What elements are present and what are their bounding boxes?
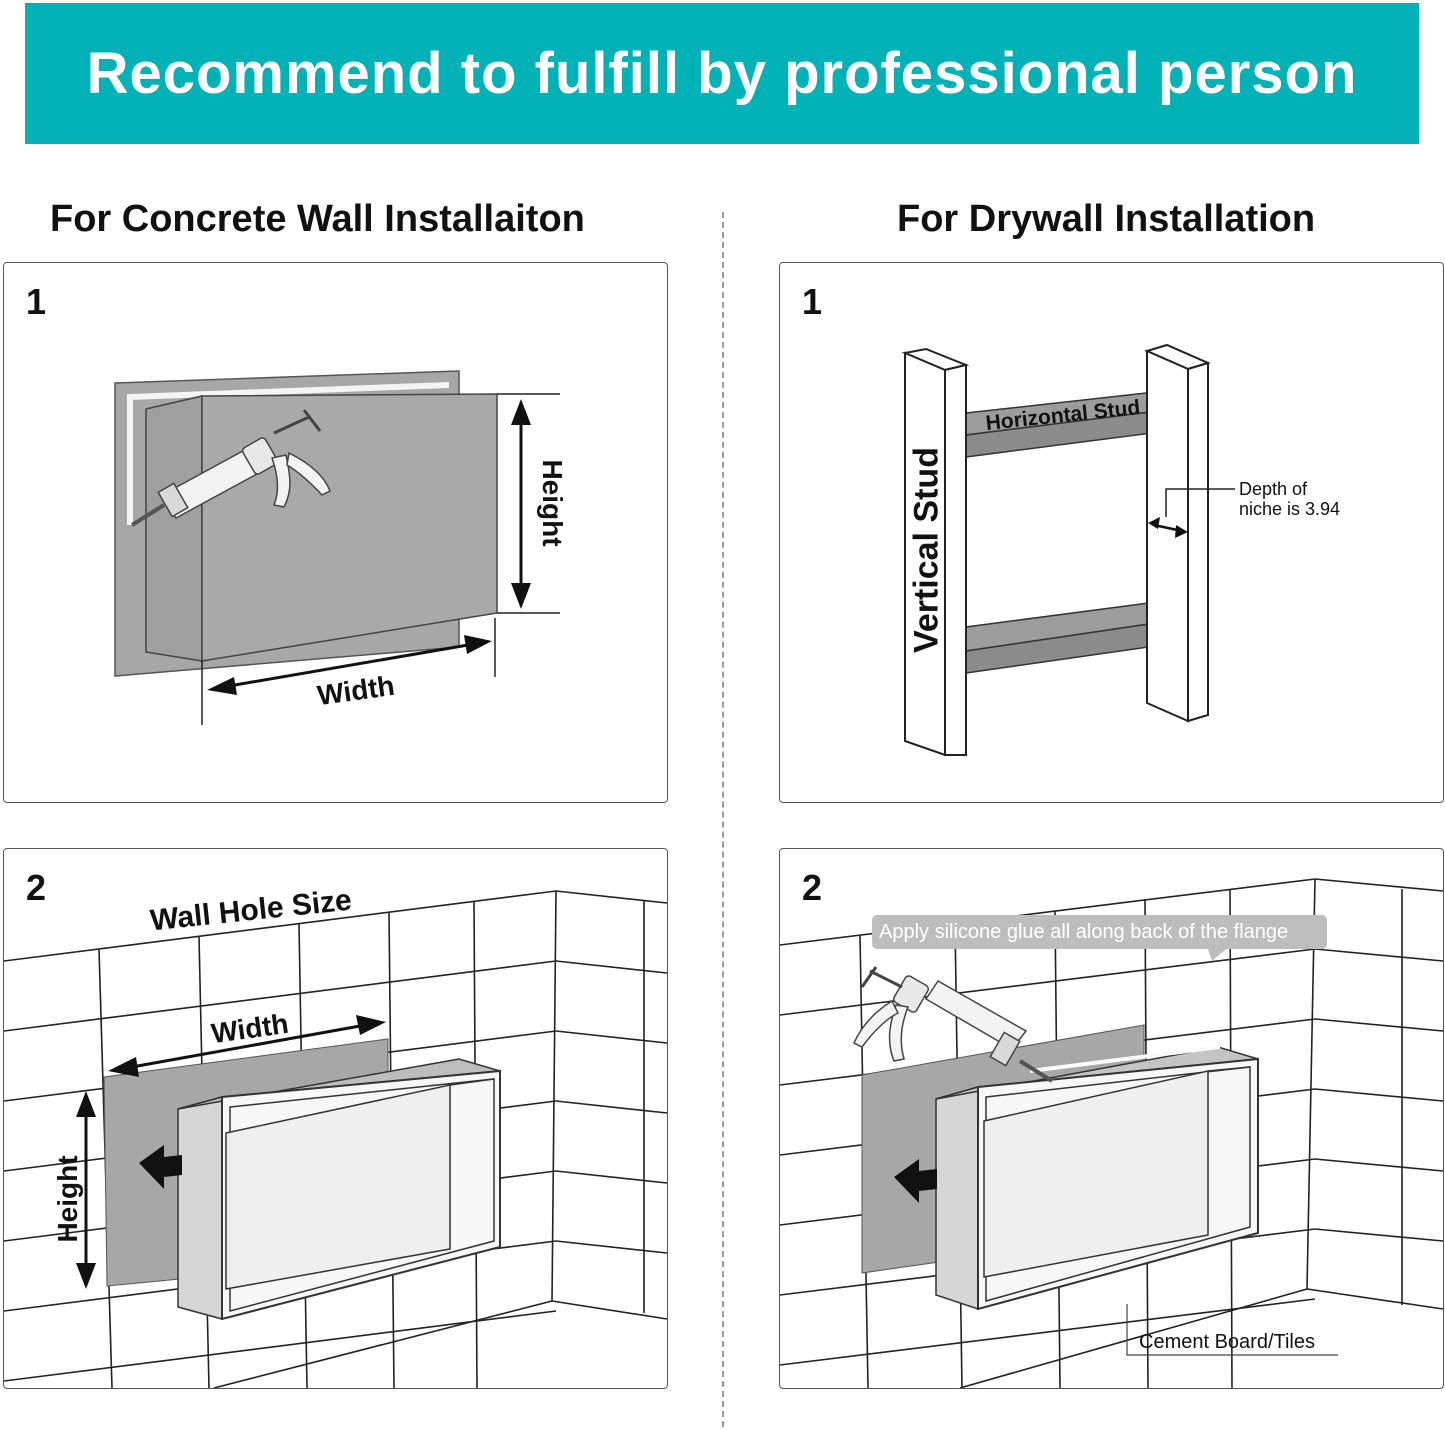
dashed-divider: [722, 212, 724, 1427]
height-label: Height: [52, 1155, 83, 1243]
header-banner: Recommend to fulfill by professional per…: [25, 3, 1419, 144]
push-arrow: [894, 1159, 937, 1203]
vertical-stud-right: [1146, 349, 1189, 723]
panel-drywall-step-1: 1 Vertical Stud Horizontal Stud Depth of…: [779, 262, 1444, 803]
caulking-gun-icon: [130, 409, 331, 527]
depth-note: Depth of niche is 3.94: [1239, 479, 1340, 519]
drywall-step-1-illustration: [901, 343, 1235, 757]
step-number: 1: [802, 281, 823, 322]
concrete-step-2-illustration: [4, 890, 667, 1388]
height-label: Height: [537, 459, 568, 547]
push-arrow: [139, 1145, 182, 1189]
depth-note-line-1: Depth of: [1239, 479, 1308, 499]
step-number: 1: [26, 281, 47, 322]
concrete-step-1-illustration: [114, 370, 560, 725]
banner-title: Recommend to fulfill by professional per…: [86, 41, 1358, 106]
width-arrow: [228, 643, 469, 688]
step-number: 2: [802, 867, 823, 908]
width-arrow: [131, 1024, 361, 1069]
step-number: 2: [26, 867, 47, 908]
concrete-section-title: For Concrete Wall Installaiton: [50, 198, 585, 240]
glue-callout-bubble: [872, 915, 1327, 949]
glue-callout-label: Apply silicone glue all along back of th…: [879, 921, 1289, 943]
niche-front: [201, 393, 498, 662]
niche-opening: [225, 1084, 451, 1290]
drywall-section-title: For Drywall Installation: [897, 198, 1316, 240]
drywall-step-2-illustration: [780, 878, 1443, 1388]
panel-concrete-step-2: 2 Wall Hole Size Width Height: [3, 848, 668, 1389]
caulking-gun-icon: [853, 966, 1054, 1083]
flange-edge: [127, 382, 450, 525]
panel-concrete-step-1: 1 Height Width: [3, 262, 668, 803]
panel-drywall-step-2: 2 Apply silicone glue all along back of …: [779, 848, 1444, 1389]
depth-note-line-2: niche is 3.94: [1239, 499, 1341, 519]
board-leader-line: [1126, 1304, 1338, 1356]
niche-side: [145, 395, 203, 662]
cement-board-label: Cement Board/Tiles: [1139, 1331, 1315, 1353]
niche-opening: [983, 1070, 1209, 1278]
vertical-stud-label: Vertical Stud: [907, 447, 946, 653]
